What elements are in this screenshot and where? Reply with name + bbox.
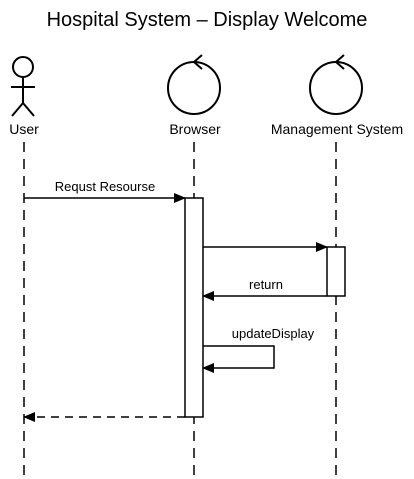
update-display-label: updateDisplay xyxy=(232,326,315,341)
request-resource-label: Requst Resourse xyxy=(55,179,155,194)
user-label: User xyxy=(9,121,39,137)
browser-label: Browser xyxy=(169,121,221,137)
diagram-title: Hospital System – Display Welcome xyxy=(47,9,368,31)
user-actor-icon xyxy=(11,56,35,117)
management-system-control-icon xyxy=(309,54,363,115)
management-system-label: Management System xyxy=(271,121,403,137)
browser-activation-bar xyxy=(184,197,204,418)
management-system-activation-bar xyxy=(326,246,346,297)
update-display-arrow xyxy=(202,345,275,373)
browser-control-icon xyxy=(167,54,221,115)
return-label: return xyxy=(249,277,283,292)
